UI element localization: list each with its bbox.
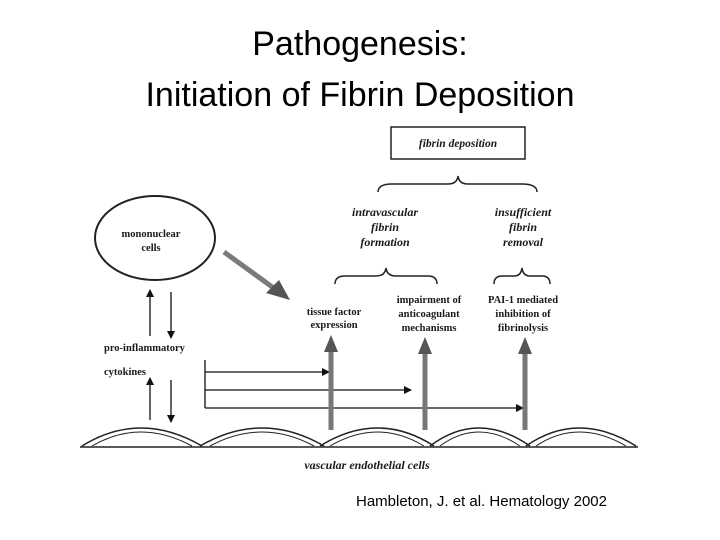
svg-text:fibrin: fibrin <box>509 220 537 234</box>
svg-text:fibrinolysis: fibrinolysis <box>498 323 548 334</box>
tissue-factor-label: tissue factor expression <box>307 307 362 331</box>
insufficient-fibrin-removal-label: insufficient fibrin removal <box>495 205 552 249</box>
impairment-label: impairment of anticoagulant mechanisms <box>397 295 462 334</box>
svg-text:mechanisms: mechanisms <box>402 323 457 334</box>
pro-inflammatory-label: pro-inflammatory <box>104 343 186 354</box>
cytokine-horizontal-arrows <box>204 360 524 412</box>
svg-text:fibrin: fibrin <box>371 220 399 234</box>
vascular-endothelial-label: vascular endothelial cells <box>304 458 430 472</box>
fibrin-deposition-label: fibrin deposition <box>419 138 497 150</box>
slide-title-line1: Pathogenesis: <box>252 25 468 63</box>
svg-text:expression: expression <box>310 320 357 331</box>
endothelium-upward-arrows <box>324 335 532 430</box>
mononuclear-cytokine-arrows <box>146 289 175 339</box>
svg-text:tissue factor: tissue factor <box>307 307 362 318</box>
slide-title-line2: Initiation of Fibrin Deposition <box>145 76 575 114</box>
svg-text:cells: cells <box>141 243 160 254</box>
svg-text:removal: removal <box>503 235 544 249</box>
lower-left-brace <box>334 267 438 285</box>
fibrin-deposition-box: fibrin deposition <box>390 126 526 160</box>
svg-text:anticoagulant: anticoagulant <box>398 309 460 320</box>
citation: Hambleton, J. et al. Hematology 2002 <box>356 493 607 510</box>
svg-text:formation: formation <box>360 235 410 249</box>
svg-text:intravascular: intravascular <box>352 205 418 219</box>
svg-text:inhibition of: inhibition of <box>495 309 551 320</box>
svg-text:insufficient: insufficient <box>495 205 552 219</box>
mononuclear-cells-node: mononuclear cells <box>94 195 216 281</box>
lower-right-brace <box>493 267 551 285</box>
intravascular-fibrin-formation-label: intravascular fibrin formation <box>352 205 418 249</box>
pai1-label: PAI-1 mediated inhibition of fibrinolysi… <box>488 295 558 334</box>
cytokines-label: cytokines <box>104 367 146 378</box>
svg-text:PAI-1 mediated: PAI-1 mediated <box>488 295 558 306</box>
upper-brace <box>377 175 538 193</box>
svg-text:mononuclear: mononuclear <box>122 229 181 240</box>
endothelial-cells <box>80 427 638 448</box>
cytokine-endothelium-arrows <box>146 377 175 423</box>
diagonal-arrow <box>222 249 290 300</box>
svg-text:impairment of: impairment of <box>397 295 462 306</box>
